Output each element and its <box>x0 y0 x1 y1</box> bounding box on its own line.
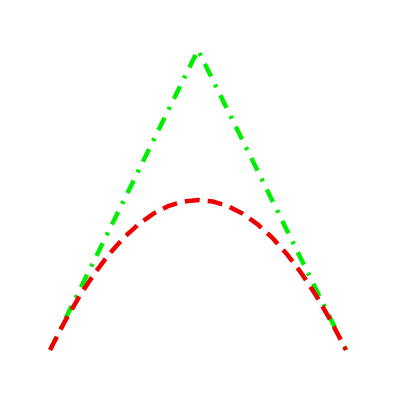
series-line-red-dashed <box>48 197 348 352</box>
series-line-green-dashdot <box>47 44 349 351</box>
plot-area <box>47 44 349 352</box>
